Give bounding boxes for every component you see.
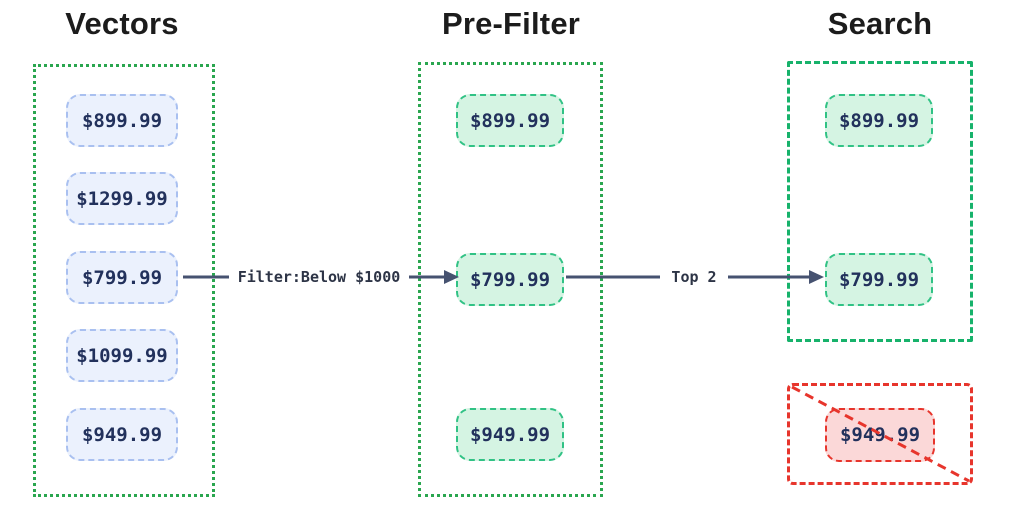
prefilter-box: $899.99 $799.99 $949.99 bbox=[418, 62, 603, 497]
filter-arrow-label: Filter:Below $1000 bbox=[238, 268, 401, 286]
vector-price-tag: $949.99 bbox=[66, 408, 178, 461]
vector-price-tag: $1299.99 bbox=[66, 172, 178, 225]
search-price-tag: $799.99 bbox=[825, 253, 933, 306]
prefilter-price-tag: $899.99 bbox=[456, 94, 564, 147]
top2-arrow-label: Top 2 bbox=[671, 268, 716, 286]
prefilter-price-tag: $799.99 bbox=[456, 253, 564, 306]
vector-price-tag: $799.99 bbox=[66, 251, 178, 304]
vector-price-tag: $1099.99 bbox=[66, 329, 178, 382]
column-title-vectors: Vectors bbox=[65, 6, 179, 41]
rejected-price-tag: $949.99 bbox=[825, 408, 935, 462]
prefilter-price-tag: $949.99 bbox=[456, 408, 564, 461]
column-title-prefilter: Pre-Filter bbox=[441, 6, 581, 41]
top2-arrow: Top 2 bbox=[566, 265, 824, 289]
search-price-tag: $899.99 bbox=[825, 94, 933, 147]
search-results-box: $899.99 $799.99 bbox=[787, 61, 973, 342]
column-title-search: Search bbox=[827, 6, 933, 41]
vectors-box: $899.99 $1299.99 $799.99 $1099.99 $949.9… bbox=[33, 64, 215, 497]
vector-price-tag: $899.99 bbox=[66, 94, 178, 147]
search-rejected-box: $949.99 bbox=[787, 383, 973, 485]
